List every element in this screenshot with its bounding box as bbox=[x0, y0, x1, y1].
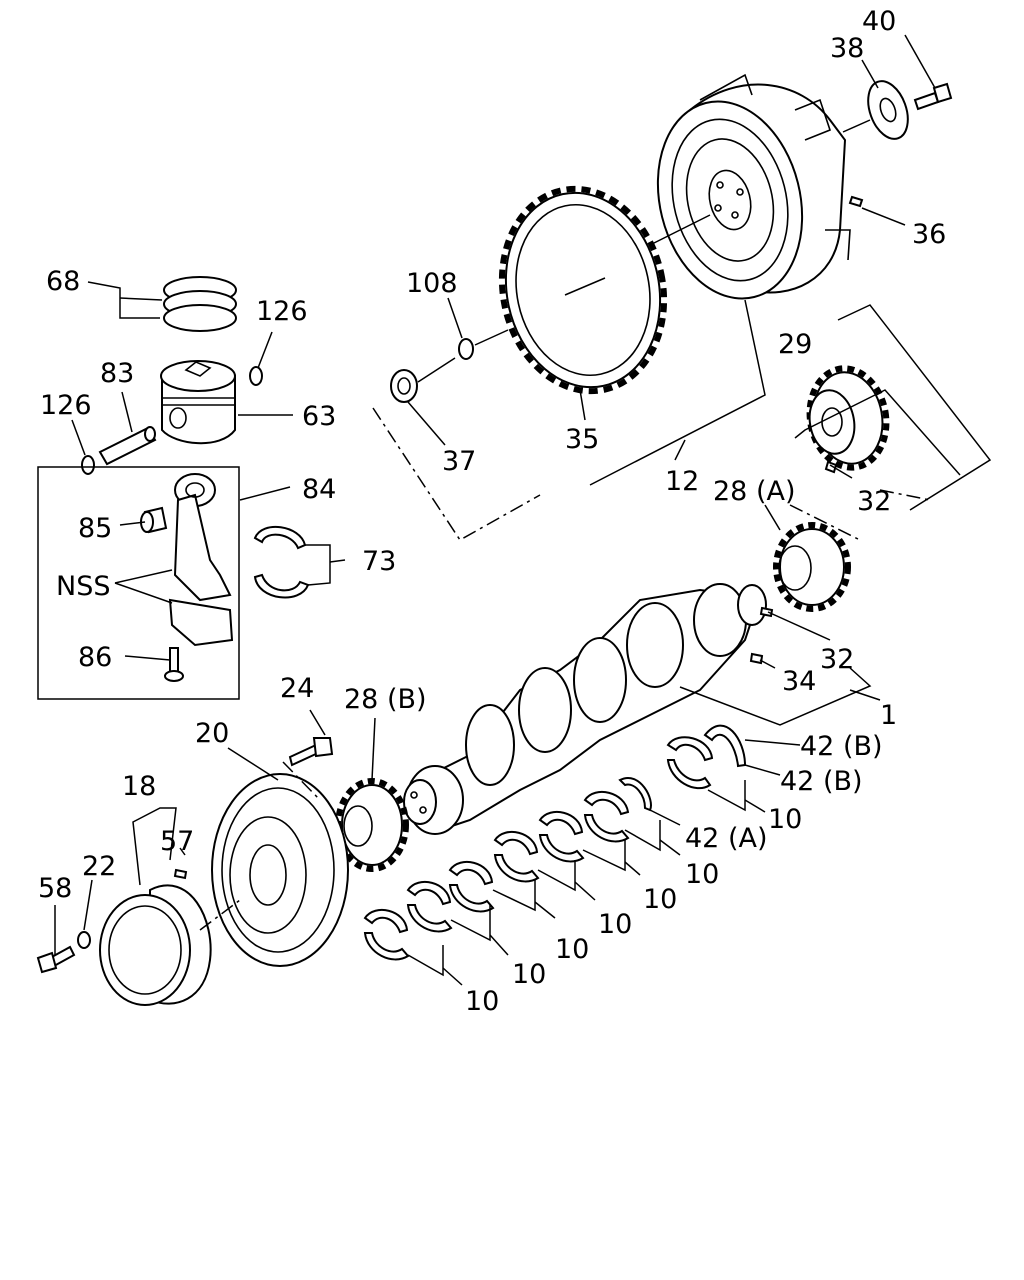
dowel-pin bbox=[749, 652, 764, 665]
leader-lines bbox=[54, 34, 992, 986]
label-32-upper: 32 bbox=[857, 486, 891, 517]
label-10-a: 10 bbox=[768, 804, 802, 835]
crank-gear-a bbox=[773, 522, 851, 612]
label-29: 29 bbox=[778, 329, 812, 360]
label-28a: 28 (A) bbox=[713, 476, 795, 507]
label-12: 12 bbox=[665, 466, 699, 497]
label-28b: 28 (B) bbox=[344, 684, 427, 715]
label-34: 34 bbox=[782, 666, 816, 697]
label-42a: 42 (A) bbox=[685, 823, 767, 854]
label-10-b: 10 bbox=[685, 859, 719, 890]
label-35: 35 bbox=[565, 424, 599, 455]
label-58: 58 bbox=[38, 873, 72, 904]
label-18: 18 bbox=[122, 771, 156, 802]
damper-pulley bbox=[211, 773, 349, 967]
label-10-c: 10 bbox=[643, 884, 677, 915]
piston-pin bbox=[98, 426, 157, 466]
rod-bearing bbox=[253, 573, 310, 599]
label-1: 1 bbox=[880, 700, 897, 731]
label-83: 83 bbox=[100, 358, 134, 389]
label-10-e: 10 bbox=[555, 934, 589, 965]
label-22: 22 bbox=[82, 851, 116, 882]
key bbox=[824, 460, 838, 474]
bolt bbox=[288, 737, 334, 767]
label-24: 24 bbox=[280, 673, 314, 704]
label-85: 85 bbox=[78, 513, 112, 544]
rod-bearing bbox=[253, 525, 307, 550]
connecting-rod-box bbox=[37, 466, 240, 700]
label-38: 38 bbox=[830, 33, 864, 64]
ring-gear bbox=[498, 185, 668, 395]
label-10-f: 10 bbox=[512, 959, 546, 990]
label-108: 108 bbox=[406, 268, 458, 299]
rod-bolt bbox=[164, 647, 184, 682]
label-126-left: 126 bbox=[40, 390, 92, 421]
label-84: 84 bbox=[302, 474, 336, 505]
timing-gear bbox=[806, 365, 890, 471]
label-10-d: 10 bbox=[598, 909, 632, 940]
label-36: 36 bbox=[912, 219, 946, 250]
washer bbox=[77, 931, 91, 949]
bolt bbox=[913, 82, 953, 111]
piston-rings bbox=[163, 276, 237, 332]
thrust-washer bbox=[618, 777, 652, 812]
bushing bbox=[140, 506, 168, 534]
label-nss: NSS bbox=[56, 571, 110, 602]
label-40: 40 bbox=[862, 6, 896, 37]
label-42b-upper: 42 (B) bbox=[800, 731, 883, 762]
connecting-rod bbox=[168, 473, 234, 647]
main-bearings bbox=[363, 736, 714, 961]
label-63: 63 bbox=[302, 401, 336, 432]
snap-ring bbox=[458, 338, 474, 360]
key bbox=[173, 868, 188, 880]
snap-ring bbox=[81, 455, 95, 475]
thrust-washer bbox=[703, 724, 747, 768]
snap-ring bbox=[249, 366, 263, 386]
label-42b-lower: 42 (B) bbox=[780, 766, 863, 797]
center-lines bbox=[199, 407, 931, 931]
label-20: 20 bbox=[195, 718, 229, 749]
bolt-plate bbox=[867, 80, 909, 140]
piston bbox=[160, 360, 236, 445]
callout-labels: 40 38 36 108 68 126 83 126 63 29 35 37 1… bbox=[38, 6, 946, 1017]
flywheel bbox=[656, 73, 851, 300]
label-126-right: 126 bbox=[256, 296, 308, 327]
label-68: 68 bbox=[46, 266, 80, 297]
label-10-g: 10 bbox=[465, 986, 499, 1017]
dowel-pin bbox=[848, 195, 864, 208]
pilot-bearing bbox=[390, 369, 418, 403]
crankshaft bbox=[403, 583, 767, 835]
bolt bbox=[36, 945, 76, 974]
dowel-pin bbox=[759, 606, 774, 618]
label-73: 73 bbox=[362, 546, 396, 577]
label-37: 37 bbox=[442, 446, 476, 477]
label-57: 57 bbox=[160, 826, 194, 857]
pulley bbox=[99, 884, 212, 1006]
label-86: 86 bbox=[78, 642, 112, 673]
label-32-lower: 32 bbox=[820, 644, 854, 675]
